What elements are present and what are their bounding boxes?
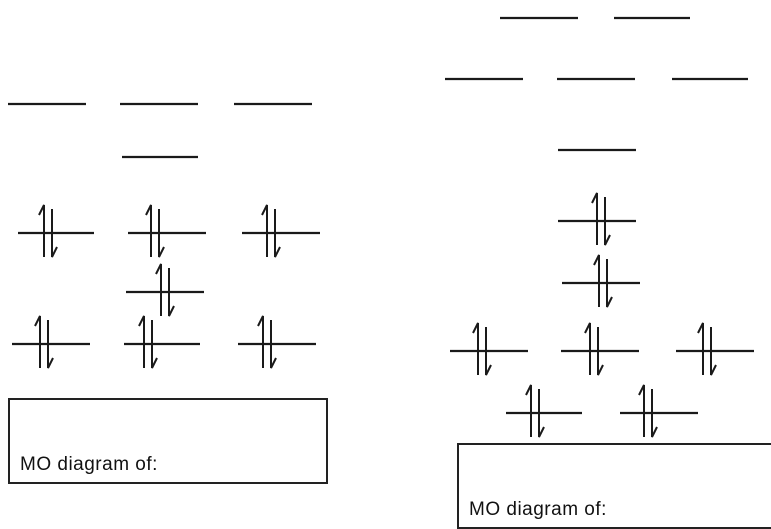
- left-spin-down-arrow: [47, 320, 54, 369]
- left-spin-down-arrow: [168, 268, 175, 317]
- left-spin-up-arrow: [34, 315, 41, 368]
- right-orbital-level: [561, 322, 639, 376]
- right-orbital-level: [506, 384, 582, 438]
- right-spin-down-arrow: [651, 389, 658, 438]
- left-spin-up-arrow: [38, 204, 45, 257]
- left-orbital-level: [126, 263, 204, 317]
- left-spin-up-arrow: [257, 315, 264, 368]
- right-spin-down-arrow: [710, 327, 717, 376]
- left-orbital-level: [12, 315, 90, 369]
- left-spin-down-arrow: [274, 209, 281, 258]
- left-spin-down-arrow: [51, 209, 58, 258]
- right-spin-up-arrow: [593, 254, 600, 307]
- right-orbital-level: [558, 192, 636, 246]
- right-orbital-level: [620, 384, 698, 438]
- right-spin-down-arrow: [606, 259, 613, 308]
- right-orbital-level: [676, 322, 754, 376]
- right-spin-down-arrow: [485, 327, 492, 376]
- right-spin-up-arrow: [525, 384, 532, 437]
- left-spin-up-arrow: [138, 315, 145, 368]
- left-spin-down-arrow: [270, 320, 277, 369]
- left-orbital-level: [124, 315, 200, 369]
- right-answer-box[interactable]: MO diagram of:: [457, 443, 771, 529]
- right-spin-up-arrow: [584, 322, 591, 375]
- left-orbital-level: [18, 204, 94, 258]
- left-spin-down-arrow: [158, 209, 165, 258]
- right-orbital-level: [450, 322, 528, 376]
- right-spin-up-arrow: [638, 384, 645, 437]
- right-spin-up-arrow: [591, 192, 598, 245]
- left-spin-up-arrow: [145, 204, 152, 257]
- left-spin-down-arrow: [151, 320, 158, 369]
- left-spin-up-arrow: [261, 204, 268, 257]
- left-answer-box[interactable]: MO diagram of:: [8, 398, 328, 484]
- right-spin-down-arrow: [604, 197, 611, 246]
- right-spin-down-arrow: [538, 389, 545, 438]
- left-orbital-level: [238, 315, 316, 369]
- left-spin-up-arrow: [155, 263, 162, 316]
- right-spin-up-arrow: [697, 322, 704, 375]
- right-spin-up-arrow: [472, 322, 479, 375]
- right-orbital-level: [562, 254, 640, 308]
- right-diagram-label: MO diagram of:: [469, 499, 607, 520]
- left-orbital-level: [242, 204, 320, 258]
- left-orbital-level: [128, 204, 206, 258]
- left-diagram-label: MO diagram of:: [20, 454, 158, 475]
- right-spin-down-arrow: [597, 327, 604, 376]
